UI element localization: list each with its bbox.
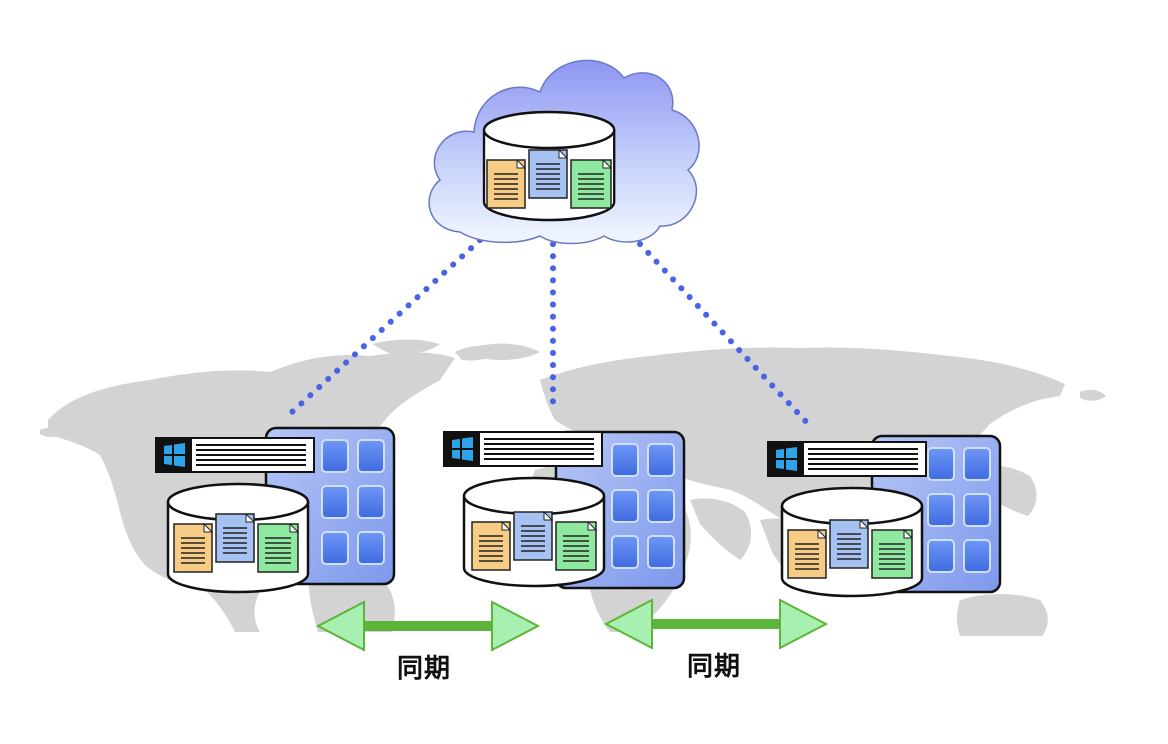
windows-logo-icon	[443, 431, 603, 467]
sync-label-left: 同期	[397, 654, 452, 684]
windows-logo-icon	[767, 441, 927, 477]
site-right	[767, 434, 1002, 598]
sync-arrow-right	[605, 599, 827, 649]
windows-logo-icon	[155, 437, 315, 473]
site-left	[155, 426, 396, 594]
cloud-database	[482, 110, 616, 222]
connector-lines	[289, 237, 815, 431]
sync-label-right: 同期	[687, 652, 742, 682]
site-center	[443, 430, 686, 590]
sync-arrow-left	[317, 601, 539, 651]
